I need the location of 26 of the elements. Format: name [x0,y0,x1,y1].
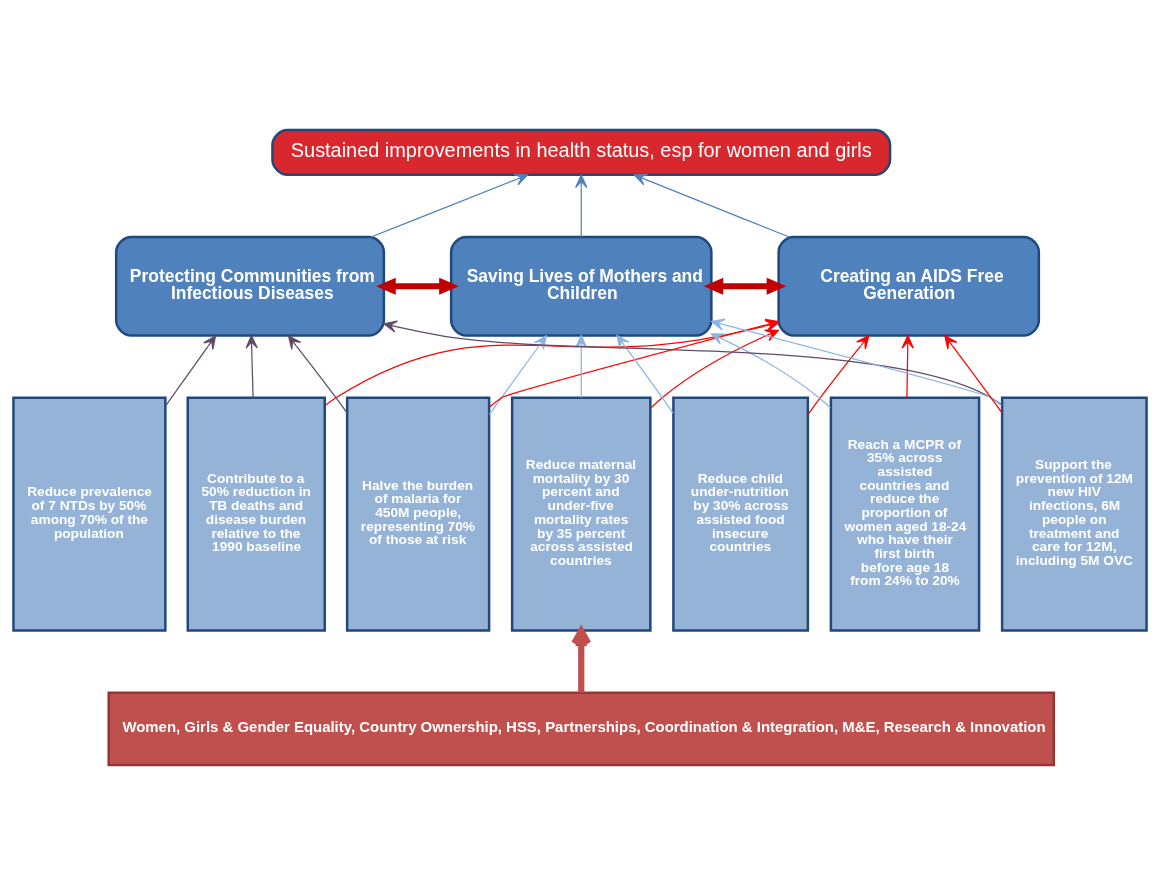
arrow [703,277,787,295]
arrow [633,173,790,238]
arrow [901,335,914,399]
arrow [287,335,348,414]
node-box: Reduce maternal mortality by 30 percent and under-five mortality rates by 35 percent across assisted countries [510,396,652,632]
arrow [376,277,459,295]
arrow [245,335,258,399]
arrow [370,173,529,238]
node-box: Creating an AIDS Free Generation [777,235,1041,337]
node-box: Saving Lives of Mothers and Children [449,235,713,337]
arrow [944,335,1003,414]
arrow [571,627,592,693]
node-box: Sustained improvements in health status, esp for women and girls [271,128,892,177]
arrow [164,335,217,407]
node-box: Protecting Communities from Infectious Diseases [114,235,386,337]
node-box: Contribute to a 50% reduction in TB deaths and disease burden relative to the 1990 baseline [186,396,326,632]
node-box: Reach a MCPR of 35% across assisted countries and reduce the proportion of women aged 18-24 who have their first birth before age 18 from 24% to 20% [829,396,981,632]
arrow [710,333,832,409]
node-box: Reduce child under-nutrition by 30% across assisted food insecure countries [672,396,810,632]
arrow [807,335,870,416]
node-box: Support the prevention of 12M new HIV infections, 6M people on treatment and care for 12M, including 5M OVC [1000,396,1148,632]
node-box: Reduce prevalence of 7 NTDs by 50% among 70% of the population [12,396,167,632]
arrow [575,174,588,238]
node-box: Women, Girls & Gender Equality, Country Ownership, HSS, Partnerships, Coordination & Integration, M&E, Research & Innovation [107,691,1056,767]
node-box: Halve the burden of malaria for 450M people, representing 70% of those at risk [345,396,491,632]
arrow [616,334,674,415]
